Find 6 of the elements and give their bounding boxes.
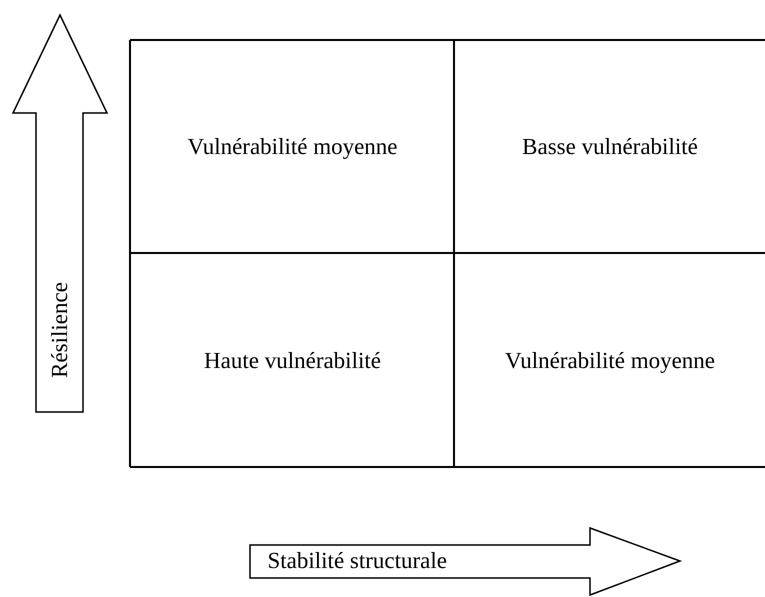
axis-label: Stabilité structurale [268,548,447,574]
cell-text: Haute vulnérabilité [204,348,381,374]
cell-text: Basse vulnérabilité [522,134,698,160]
cell-text: Vulnérabilité moyenne [504,348,716,374]
axis-label: Résilience [46,282,73,378]
cell-text: Vulnérabilité moyenne [187,134,398,160]
